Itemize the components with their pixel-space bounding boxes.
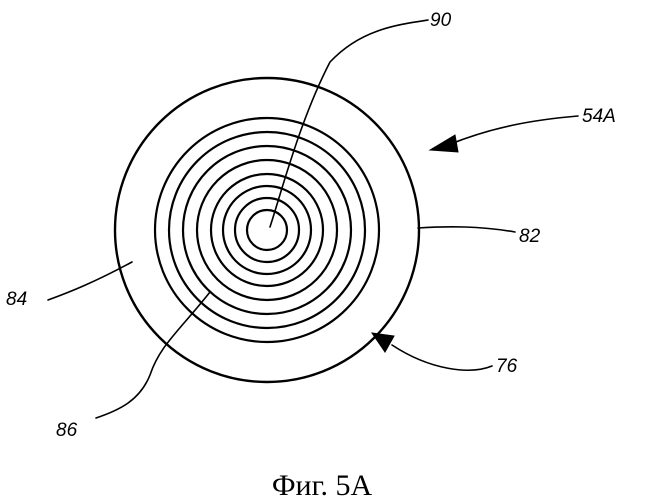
label-76: 76 [496, 356, 518, 377]
inner-ring-8 [247, 210, 287, 250]
inner-ring-6 [223, 186, 311, 274]
label-84: 84 [6, 289, 27, 310]
label-90: 90 [430, 10, 452, 31]
label-54a: 54A [582, 106, 616, 127]
outer-ring [115, 78, 419, 382]
inner-ring-4 [197, 160, 337, 300]
leader-line-76 [392, 345, 492, 370]
inner-ring-7 [235, 198, 299, 262]
label-82: 82 [519, 226, 541, 247]
leader-line-82 [418, 227, 515, 232]
figure-caption: Фиг. 5A [272, 469, 373, 500]
inner-ring-1 [155, 118, 379, 342]
inner-ring-3 [183, 146, 351, 314]
inner-ring-2 [169, 132, 365, 328]
label-86: 86 [56, 420, 78, 441]
concentric-rings [115, 78, 419, 382]
arrowhead-76 [372, 333, 394, 352]
leader-line-86 [96, 292, 210, 418]
arrowhead-54a [430, 135, 458, 152]
inner-ring-5 [211, 174, 323, 286]
leader-line-54a [448, 116, 578, 145]
